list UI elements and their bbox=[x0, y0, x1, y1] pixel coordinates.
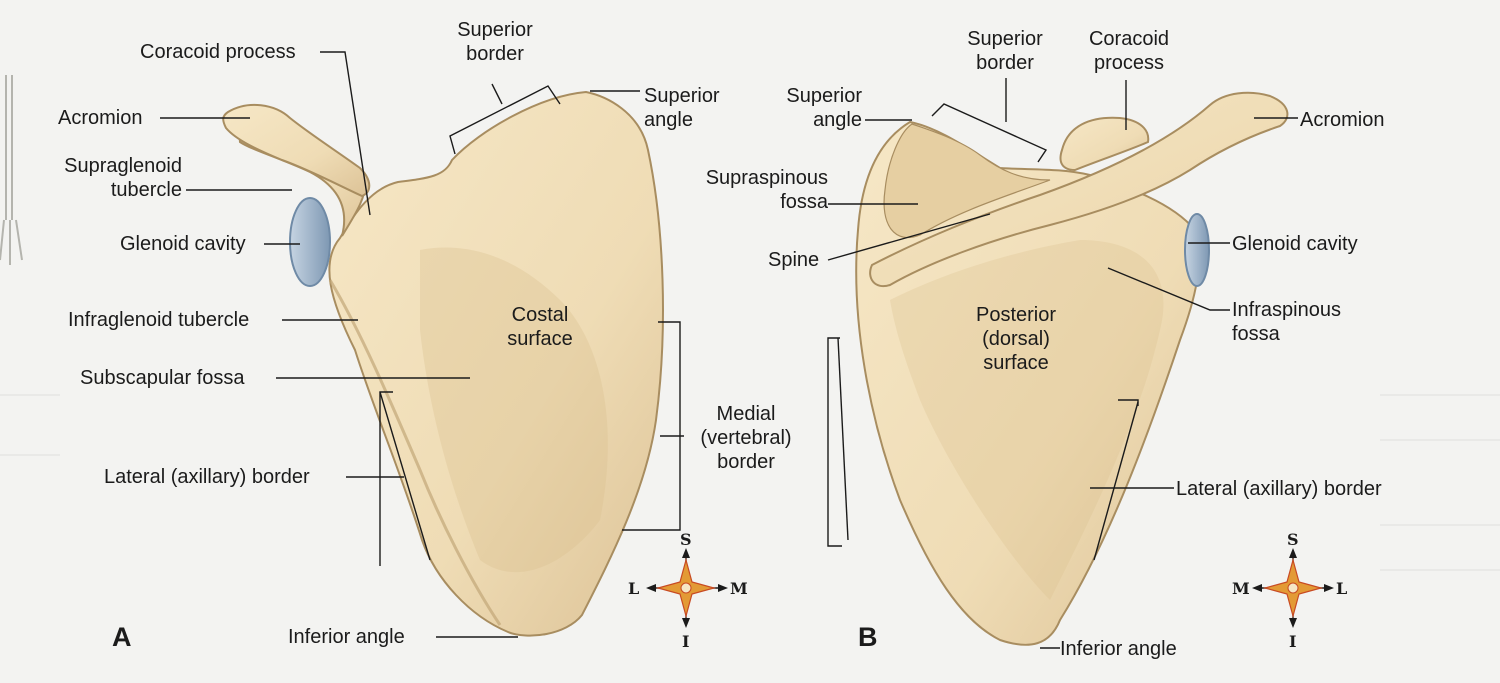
compass-a-left: L bbox=[628, 579, 640, 598]
label-posterior-surface: Posterior (dorsal) surface bbox=[975, 304, 1057, 374]
label-glenoid-cavity-a: Glenoid cavity bbox=[120, 233, 246, 255]
label-spine: Spine bbox=[768, 249, 820, 271]
label-supraspinous-fossa: Supraspinous fossa bbox=[705, 167, 828, 213]
compass-a-top: S bbox=[680, 530, 692, 549]
label-inferior-angle-b: Inferior angle bbox=[1060, 638, 1177, 660]
compass-b-top: S bbox=[1287, 530, 1299, 549]
label-costal-surface: Costal surface bbox=[507, 304, 573, 350]
panel-letter-a: A bbox=[112, 622, 132, 652]
scapula-anterior-bone bbox=[222, 90, 664, 637]
background-texture bbox=[0, 394, 1500, 571]
label-coracoid-process-b: Coracoid process bbox=[1088, 28, 1170, 74]
label-acromion-b: Acromion bbox=[1300, 109, 1385, 131]
label-superior-border-a: Superior border bbox=[457, 19, 533, 65]
label-infraspinous-fossa: Infraspinous fossa bbox=[1232, 299, 1341, 345]
compass-b-left: M bbox=[1232, 579, 1250, 598]
compass-rose-b bbox=[1252, 548, 1334, 628]
compass-rose-a bbox=[646, 548, 728, 628]
label-lateral-border-b: Lateral (axillary) border bbox=[1176, 478, 1382, 500]
compass-b-bottom: I bbox=[1289, 632, 1297, 651]
label-inferior-angle-a: Inferior angle bbox=[288, 626, 405, 648]
label-acromion-a: Acromion bbox=[58, 107, 143, 129]
label-superior-angle-a: Superior angle bbox=[644, 85, 720, 131]
leader-lines-a bbox=[160, 51, 684, 638]
compass-b-right: L bbox=[1336, 579, 1348, 598]
label-superior-border-b: Superior border bbox=[967, 28, 1043, 74]
label-lateral-border-a: Lateral (axillary) border bbox=[104, 466, 310, 488]
label-coracoid-process-a: Coracoid process bbox=[140, 41, 296, 63]
panel-letter-b: B bbox=[858, 622, 878, 652]
label-superior-angle-b: Superior angle bbox=[786, 85, 862, 131]
label-medial-border: Medial (vertebral) border bbox=[700, 403, 792, 473]
label-supraglenoid-tubercle: Supraglenoid tubercle bbox=[64, 155, 182, 201]
compass-a-bottom: I bbox=[682, 632, 690, 651]
label-infraglenoid-tubercle: Infraglenoid tubercle bbox=[68, 309, 250, 331]
scapula-posterior-bone bbox=[855, 91, 1289, 646]
label-subscapular-fossa: Subscapular fossa bbox=[80, 367, 245, 389]
label-glenoid-cavity-b: Glenoid cavity bbox=[1232, 233, 1358, 255]
leader-lines-b bbox=[827, 78, 1298, 649]
compass-a-right: M bbox=[730, 579, 748, 598]
skeleton-thumbnail bbox=[0, 75, 23, 265]
